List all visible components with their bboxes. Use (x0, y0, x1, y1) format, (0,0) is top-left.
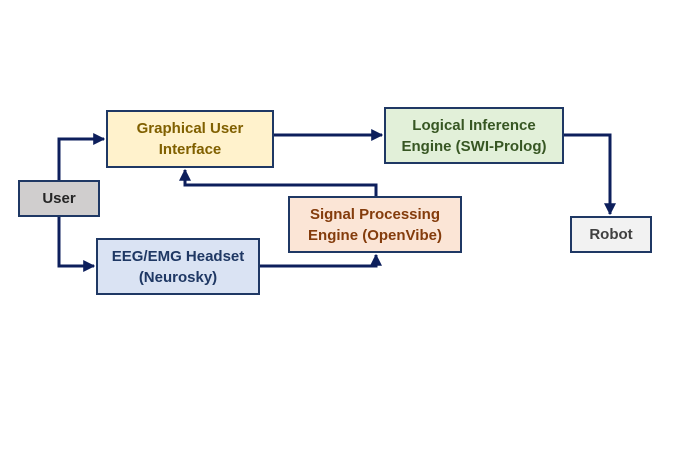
logical-inference-node-label: Logical Inference Engine (SWI-Prolog) (401, 116, 547, 155)
edge-eeg-to-sig (260, 253, 382, 268)
edge-logic-to-robot (564, 133, 616, 216)
eeg-headset-node-label: EEG/EMG Headset (Neurosky) (111, 247, 245, 286)
robot-node-label: Robot (589, 226, 633, 243)
signal-processing-node: Signal Processing Engine (OpenVibe) (288, 196, 462, 253)
eeg-headset-node: EEG/EMG Headset (Neurosky) (96, 238, 260, 295)
gui-node: Graphical User Interface (106, 110, 274, 168)
edge-sig-to-gui (179, 168, 378, 196)
edge-user-to-eeg (57, 217, 96, 272)
user-node: User (18, 180, 100, 217)
user-node-label: User (42, 190, 76, 207)
edge-user-to-gui (57, 133, 106, 180)
robot-node: Robot (570, 216, 652, 253)
gui-node-label: Graphical User Interface (136, 120, 244, 158)
signal-processing-node-label: Signal Processing Engine (OpenVibe) (308, 205, 442, 244)
logical-inference-node: Logical Inference Engine (SWI-Prolog) (384, 107, 564, 164)
